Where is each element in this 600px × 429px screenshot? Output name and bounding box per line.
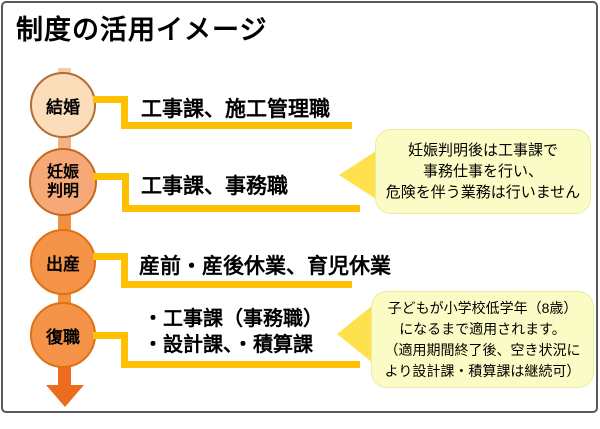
callout-text-return: 子どもが小学校低学年（8歳） になるまで適用されます。 （適用期間終了後、空き状…: [384, 299, 581, 379]
callout-box-return: 子どもが小学校低学年（8歳） になるまで適用されます。 （適用期間終了後、空き状…: [371, 291, 594, 388]
bracket-3-underline: [121, 281, 352, 288]
stage-circle-pregnancy: 妊娠 判明: [29, 148, 97, 216]
bracket-1-underline: [121, 122, 352, 129]
stage-label-birth: 出産: [46, 254, 80, 274]
assignment-label-return: ・工事課（事務職） ・設計課、・積算課: [143, 308, 323, 356]
assignment-label-marriage: 工事課、施工管理職: [141, 98, 330, 121]
callout-arrow-left-icon-2: [337, 305, 373, 363]
callout-text-pregnancy: 妊娠判明後は工事課で 事務仕事を行い、 危険を伴う業務は行いません: [385, 142, 581, 201]
stage-circle-marriage: 結婚: [30, 72, 96, 138]
stage-circle-birth: 出産: [30, 229, 96, 295]
bracket-4-stub: [93, 332, 128, 339]
callout-arrow-left-icon-1: [339, 151, 376, 199]
bracket-1-vertical: [121, 96, 128, 129]
stage-circle-return: 復職: [30, 302, 96, 368]
bracket-3-stub: [93, 253, 128, 260]
page-title: 制度の活用イメージ: [16, 15, 268, 45]
stage-label-return: 復職: [46, 327, 80, 347]
slide-frame: [1, 1, 598, 413]
assignment-label-birth: 産前・産後休業、育児休業: [139, 255, 391, 278]
callout-box-pregnancy: 妊娠判明後は工事課で 事務仕事を行い、 危険を伴う業務は行いません: [375, 129, 591, 214]
bracket-4-underline: [121, 361, 360, 368]
timeline-arrow-head-icon: [46, 385, 84, 407]
stage-label-marriage: 結婚: [46, 97, 80, 117]
bracket-2-stub: [93, 173, 129, 180]
bracket-3-vertical: [121, 253, 128, 288]
bracket-2-underline: [122, 205, 360, 212]
bracket-4-vertical: [121, 332, 128, 368]
stage-label-pregnancy: 妊娠 判明: [46, 163, 79, 200]
assignment-label-pregnancy: 工事課、事務職: [141, 175, 288, 198]
bracket-1-stub: [93, 96, 128, 103]
bracket-2-vertical: [122, 173, 129, 212]
